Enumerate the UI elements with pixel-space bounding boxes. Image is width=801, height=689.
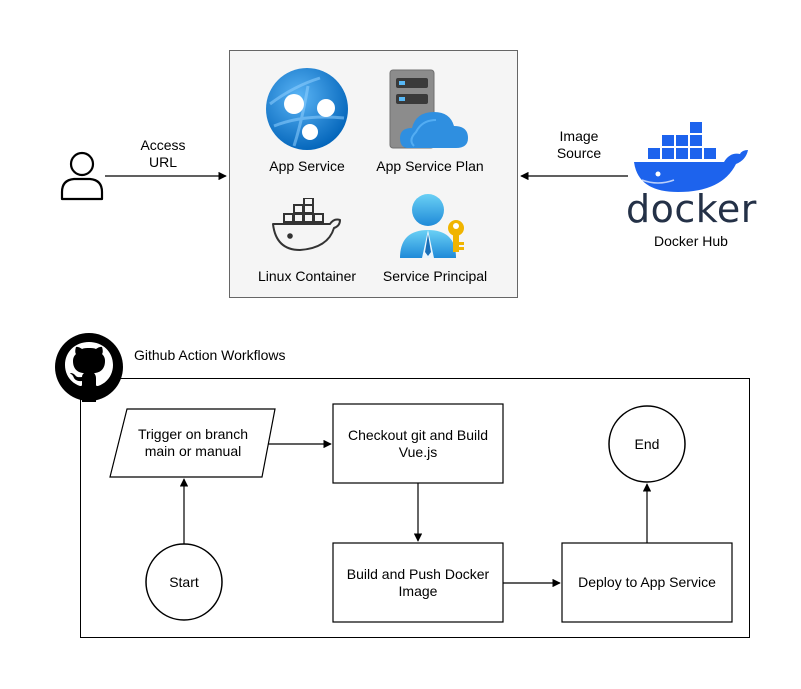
service-principal-label: Service Principal	[382, 268, 488, 284]
trigger-shape	[109, 408, 276, 478]
docker-whale-icon	[628, 120, 752, 196]
app-service-icon	[264, 66, 350, 152]
user-icon	[58, 150, 106, 202]
end-shape	[608, 405, 686, 483]
checkout-shape	[332, 403, 504, 484]
linux-container-icon	[270, 197, 344, 254]
checkout-label: Checkout git and Build Vue.js	[347, 426, 489, 460]
start-label: Start	[169, 573, 199, 590]
workflow-title: Github Action Workflows	[134, 347, 286, 363]
deploy-label: Deploy to App Service	[578, 574, 716, 590]
build-push-shape	[332, 542, 504, 623]
image-source-label: Image Source	[556, 128, 602, 161]
access-url-label: Access URL	[140, 137, 186, 170]
linux-container-label: Linux Container	[257, 268, 357, 284]
deploy-shape	[561, 542, 733, 623]
app-service-plan-label: App Service Plan	[376, 158, 484, 174]
docker-logo-text: docker	[626, 187, 757, 231]
service-principal-icon	[398, 192, 474, 260]
app-service-plan-icon	[386, 68, 472, 152]
end-label: End	[634, 435, 660, 452]
app-service-label: App Service	[269, 158, 345, 174]
github-icon	[54, 332, 124, 402]
trigger-label: Trigger on branch main or manual	[138, 426, 248, 459]
docker-hub-label: Docker Hub	[654, 233, 728, 249]
build-push-label: Build and Push Docker Image	[346, 565, 490, 599]
